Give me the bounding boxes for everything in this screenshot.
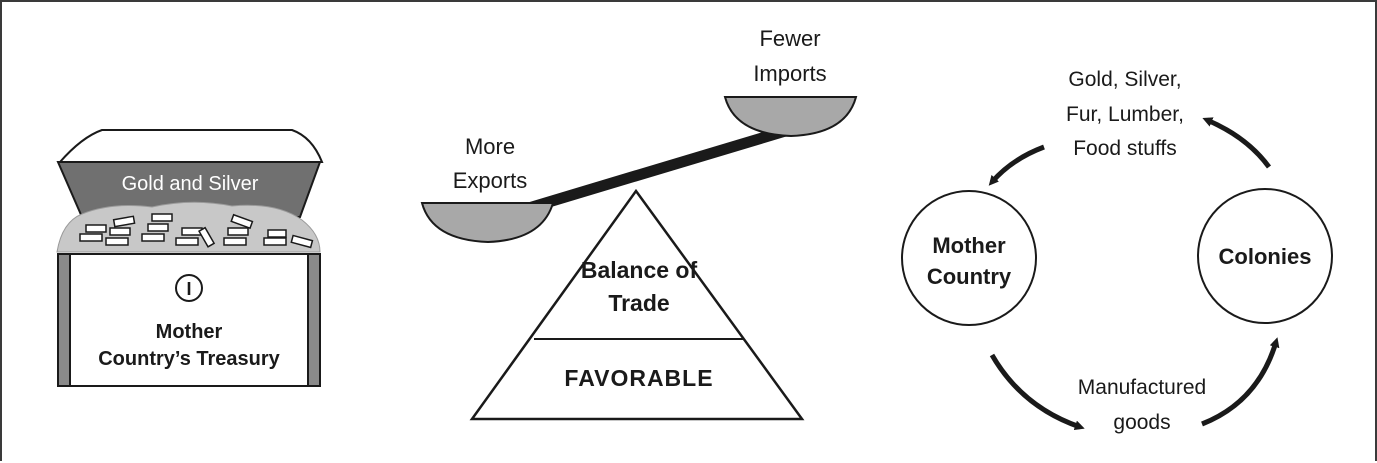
treasury-label-line2: Country’s Treasury: [98, 348, 280, 370]
lock-icon: [175, 274, 203, 302]
treasury-label-line1: Mother: [156, 321, 223, 343]
exports-label-line3: Food stuffs: [1073, 137, 1177, 160]
treasury-lid: [57, 129, 324, 163]
balance-scale: More Exports Fewer Imports Balance of Tr…: [420, 26, 858, 421]
pyramid-label-line1: Balance of: [581, 257, 698, 283]
more-exports-line2: Exports: [453, 168, 528, 193]
pyramid-label-line2: Trade: [608, 290, 669, 316]
pyramid-base-label: FAVORABLE: [564, 365, 713, 391]
mother-country-line1: Mother: [932, 233, 1006, 258]
trade-cycle: Mother Country Colonies Gold, Silver, Fu…: [901, 68, 1333, 434]
mother-country-line2: Country: [927, 264, 1012, 289]
bottom-arrow-right: [1201, 337, 1280, 427]
lock-glyph: I: [186, 279, 191, 299]
colonies-node: [1197, 188, 1333, 324]
treasury-illustration: Gold and Silver I Mothe: [56, 129, 324, 387]
fewer-imports-line1: Fewer: [759, 26, 820, 51]
treasury-ingots: [79, 213, 314, 249]
treasury-bin: [56, 161, 322, 218]
scale-left-pan: [420, 202, 555, 244]
treasury-box-left-post: [57, 253, 71, 387]
more-exports-line1: More: [465, 134, 515, 159]
mother-country-node: [901, 190, 1037, 326]
imports-label-line2: goods: [1113, 411, 1170, 434]
exports-label-line1: Gold, Silver,: [1068, 68, 1181, 91]
top-arrow-left: [988, 144, 1045, 186]
exports-label-line2: Fur, Lumber,: [1066, 103, 1184, 126]
treasury-box-right-post: [307, 253, 321, 387]
bottom-arrow-left: [989, 353, 1085, 431]
scale-pyramid: [469, 188, 805, 421]
scale-beam: [500, 120, 804, 222]
colonies-label: Colonies: [1219, 244, 1312, 269]
treasury-bin-label: Gold and Silver: [122, 173, 259, 195]
scale-right-pan: [723, 96, 858, 138]
top-arrow-right: [1202, 117, 1272, 169]
imports-label-line1: Manufactured: [1078, 376, 1206, 399]
fewer-imports-line2: Imports: [753, 61, 826, 86]
